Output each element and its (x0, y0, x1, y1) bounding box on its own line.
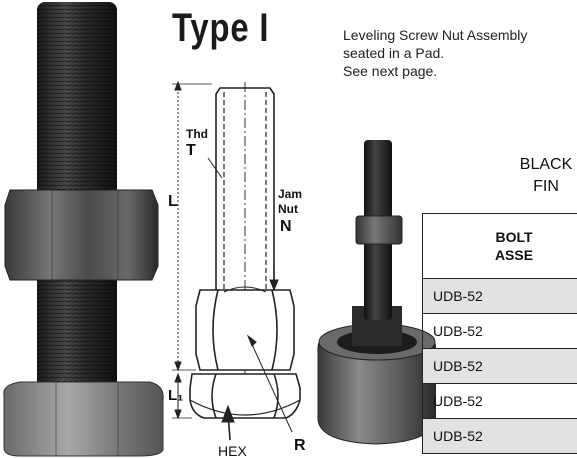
jam-nut-symbol: N (280, 218, 292, 235)
jam-nut-label-2: Nut (278, 202, 298, 216)
finish-line-1: BLACK (519, 156, 573, 173)
part-number-cell: UDB-52 (422, 348, 577, 384)
hex-label: HEX (218, 443, 247, 458)
description-line-3: See next page. (343, 63, 438, 79)
part-number-table: BOLT ASSE UDB-52 UDB-52 UDB-52 UDB-52 UD… (422, 213, 577, 454)
table-row: UDB-52 (422, 313, 577, 349)
table-row: UDB-52 (422, 278, 577, 314)
table-row: UDB-52 (422, 383, 577, 419)
table-header-bolt-assembly: BOLT ASSE (422, 213, 577, 279)
pad-jam-nut (355, 215, 403, 245)
radius-symbol: R (294, 437, 306, 454)
table-row: UDB-52 (422, 348, 577, 384)
thread-label: Thd (186, 127, 208, 141)
description-line-1: Leveling Screw Nut Assembly (343, 27, 528, 43)
finish-heading: BLACK FIN (486, 154, 577, 198)
jam-nut (4, 189, 159, 281)
assembly-description: Leveling Screw Nut Assembly seated in a … (343, 26, 527, 80)
table-header-row: BOLT ASSE (422, 213, 577, 279)
page-title: Type I (172, 6, 270, 50)
bolt-diagram: Thd T L Jam Nut N L₁ R HEX (168, 80, 306, 458)
thread-symbol: T (186, 142, 196, 159)
jam-nut-label-1: Jam (278, 187, 302, 201)
description-line-2: seated in a Pad. (343, 45, 445, 61)
part-number-cell: UDB-52 (422, 383, 577, 419)
pad-assembly-photo (317, 140, 436, 445)
length-symbol: L (168, 193, 178, 210)
part-number-cell: UDB-52 (422, 278, 577, 314)
finish-line-2: FIN (533, 178, 559, 195)
head-height-symbol: L₁ (168, 387, 183, 404)
table-row: UDB-52 (422, 418, 577, 454)
part-number-cell: UDB-52 (422, 418, 577, 454)
part-number-cell: UDB-52 (422, 313, 577, 349)
bolt-head (3, 381, 164, 457)
bolt-photo (3, 2, 164, 457)
